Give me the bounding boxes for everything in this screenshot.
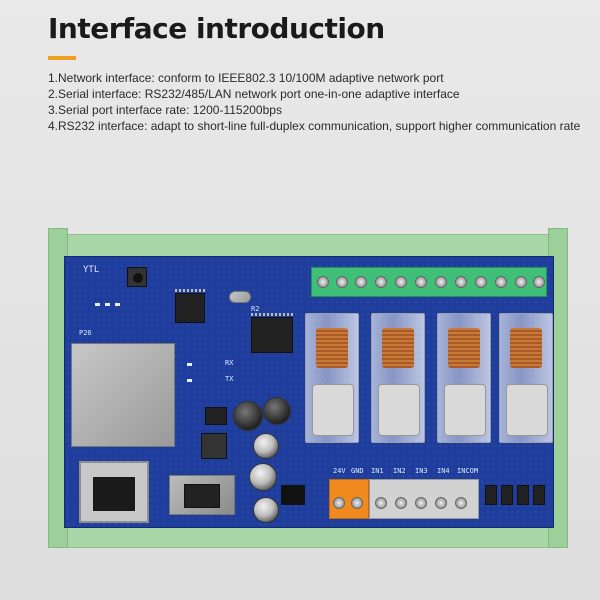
network-module-shield [71,343,175,447]
inductor [201,433,227,459]
terminal-screw [533,276,545,288]
feature-item: 4.RS232 interface: adapt to short-line f… [48,118,588,134]
relay-1 [305,313,359,443]
terminal-screw [395,276,407,288]
relay-2 [371,313,425,443]
page-title: Interface introduction [48,12,385,45]
silk-gnd: GND [351,467,364,475]
feature-number: 2. [48,87,59,101]
status-led [105,303,110,306]
capacitor [253,497,279,523]
relay-base [506,384,548,436]
rj45-ethernet-port [79,461,149,523]
relay-coil [448,328,480,368]
title-accent-bar [48,56,76,60]
silk-input-label: INCOM [457,467,479,475]
feature-item: 2.Serial interface: RS232/485/LAN networ… [48,86,588,102]
capacitor [233,401,263,431]
terminal-screw [495,276,507,288]
status-led [95,303,100,306]
mcu-pins [175,289,205,292]
silk-input-label: IN2 [393,467,406,475]
terminal-screw [375,276,387,288]
terminal-screw [455,497,467,509]
relay-3 [437,313,491,443]
regulator-chip [205,407,227,425]
terminal-screw [333,497,345,509]
feature-number: 4. [48,119,59,133]
feature-text: Network interface: conform to IEEE802.3 … [58,71,444,85]
terminal-screw [435,497,447,509]
capacitor [249,463,277,491]
silk-input-label: IN3 [415,467,428,475]
feature-text: RS232 interface: adapt to short-line ful… [58,119,581,133]
rj45-socket [93,477,135,511]
capacitor [253,433,279,459]
relay-base [378,384,420,436]
optocoupler [485,485,497,505]
device-photo: YTL P26 R2 RX TX [48,228,568,554]
feature-item: 3.Serial port interface rate: 1200-11520… [48,102,588,118]
silk-p26: P26 [79,329,92,337]
optocoupler [501,485,513,505]
transceiver-pins [251,313,293,316]
reset-button [127,267,147,287]
feature-number: 1. [48,71,59,85]
capacitor [263,397,291,425]
terminal-screw [395,497,407,509]
optocoupler [517,485,529,505]
terminal-screw [351,497,363,509]
mcu-chip [175,293,205,323]
brand-silkscreen: YTL [83,265,100,275]
silk-tx: TX [225,375,234,383]
silk-input-label: IN4 [437,467,450,475]
terminal-screw [415,497,427,509]
silk-r2: R2 [251,305,260,313]
terminal-screw [375,497,387,509]
jumper-header [281,485,305,505]
terminal-screw [415,276,427,288]
relay-base [312,384,354,436]
terminal-screw [355,276,367,288]
power-module [169,475,235,515]
relay-coil [382,328,414,368]
relay-coil [510,328,542,368]
circuit-board: YTL P26 R2 RX TX [64,256,554,528]
silk-rx: RX [225,359,234,367]
status-led [187,363,192,366]
status-led [187,379,192,382]
din-rail-top [48,234,568,258]
silk-power: 24V [333,467,346,475]
terminal-screw [455,276,467,288]
relay-4 [499,313,553,443]
silk-input-label: IN1 [371,467,384,475]
relay-coil [316,328,348,368]
relay-output-terminal [311,267,547,297]
crystal-oscillator [229,291,251,303]
terminal-screw [336,276,348,288]
terminal-screw [317,276,329,288]
feature-item: 1.Network interface: conform to IEEE802.… [48,70,588,86]
optocoupler [533,485,545,505]
power-ic [184,484,220,508]
feature-list: 1.Network interface: conform to IEEE802.… [48,70,588,134]
feature-text: Serial interface: RS232/485/LAN network … [58,87,460,101]
status-led [115,303,120,306]
terminal-screw [435,276,447,288]
terminal-screw [515,276,527,288]
feature-number: 3. [48,103,59,117]
transceiver-chip [251,317,293,353]
feature-text: Serial port interface rate: 1200-115200b… [58,103,282,117]
relay-base [444,384,486,436]
terminal-screw [475,276,487,288]
